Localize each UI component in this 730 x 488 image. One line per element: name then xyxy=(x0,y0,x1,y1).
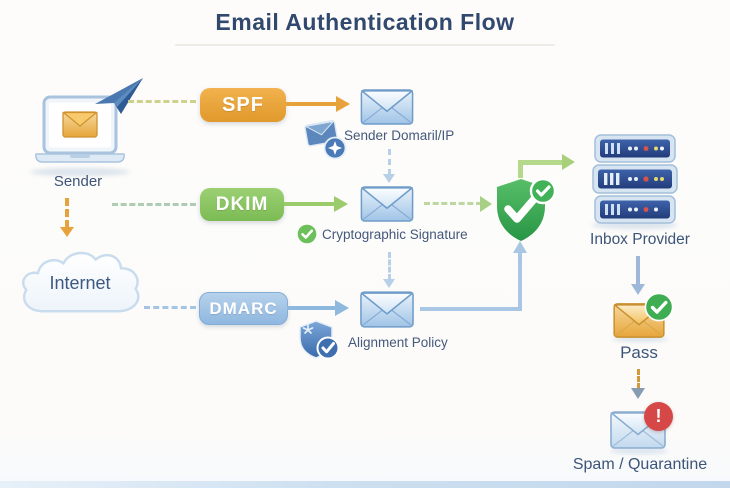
sender-to-internet-connector xyxy=(65,198,69,228)
internet-label: Internet xyxy=(49,273,111,293)
dkim-envelope-icon xyxy=(360,186,414,222)
inbox-to-pass-line xyxy=(636,256,640,286)
sender-laptop-icon xyxy=(35,95,125,163)
spf-envelope-icon xyxy=(360,89,414,125)
dkim-check-label: Cryptographic Signature xyxy=(322,227,468,242)
pass-label: Pass xyxy=(620,343,658,362)
dkim-check-circle-icon xyxy=(297,224,317,244)
dkim-arrowhead xyxy=(334,196,348,212)
spam-alert-icon: ! xyxy=(644,402,673,431)
internet-to-dmarc-connector xyxy=(144,306,196,309)
dkim-to-shield-arrowhead xyxy=(480,196,492,212)
pass-to-spam-arrowhead xyxy=(631,388,645,399)
dkim-to-dmarc-arrowhead xyxy=(383,279,395,288)
pass-shadow xyxy=(612,336,668,342)
bottom-strip xyxy=(0,481,730,488)
pass-to-spam-connector xyxy=(637,369,640,389)
spf-check-label: Sender Domaril/IP xyxy=(344,128,455,143)
spf-arrowhead xyxy=(336,96,350,112)
alert-mark: ! xyxy=(655,406,662,426)
spf-arrow-line xyxy=(286,102,338,106)
paper-plane-icon xyxy=(95,78,143,114)
shield-to-inbox-line-v xyxy=(518,163,523,178)
dmarc-to-shield-line-h xyxy=(420,307,522,311)
spam-quarantine-label: Spam / Quarantine xyxy=(572,456,708,473)
dmarc-shield-check-icon xyxy=(299,320,340,360)
dmarc-arrowhead xyxy=(335,300,349,316)
dmarc-to-shield-arrowhead xyxy=(513,241,527,253)
shield-to-inbox-line-h xyxy=(518,160,564,165)
page-title: Email Authentication Flow xyxy=(215,9,515,35)
sender-to-spf-connector xyxy=(128,100,196,103)
pass-check-icon xyxy=(644,292,674,322)
dmarc-to-shield-line-v xyxy=(518,252,522,311)
sender-to-internet-arrowhead xyxy=(60,227,74,237)
sender-to-dkim-connector xyxy=(112,203,196,206)
dkim-badge: DKIM xyxy=(200,188,284,221)
dmarc-envelope-icon xyxy=(360,291,414,328)
dkim-to-shield-connector xyxy=(424,202,482,205)
inbox-provider-label: Inbox Provider xyxy=(590,231,690,248)
dkim-arrow-line xyxy=(284,202,336,206)
spf-to-dkim-arrowhead xyxy=(383,174,395,183)
dmarc-badge: DMARC xyxy=(199,292,288,325)
spf-to-dkim-connector xyxy=(388,149,391,175)
spf-badge: SPF xyxy=(200,88,286,122)
title-divider xyxy=(175,44,555,46)
internet-cloud-icon xyxy=(22,251,140,313)
server-shadow xyxy=(592,221,678,229)
sender-domain-badge-icon xyxy=(304,120,347,160)
server-stack-icon xyxy=(592,134,678,224)
laptop-shadow xyxy=(30,168,130,176)
sender-label: Sender xyxy=(53,173,103,190)
verification-shield-icon xyxy=(497,177,557,241)
spam-shadow xyxy=(610,448,668,454)
dkim-to-dmarc-connector xyxy=(388,252,391,280)
shield-to-inbox-arrowhead xyxy=(562,154,575,170)
dmarc-arrow-line xyxy=(287,306,337,310)
inbox-to-pass-arrowhead xyxy=(631,284,645,295)
dmarc-check-label: Alignment Policy xyxy=(348,335,448,350)
